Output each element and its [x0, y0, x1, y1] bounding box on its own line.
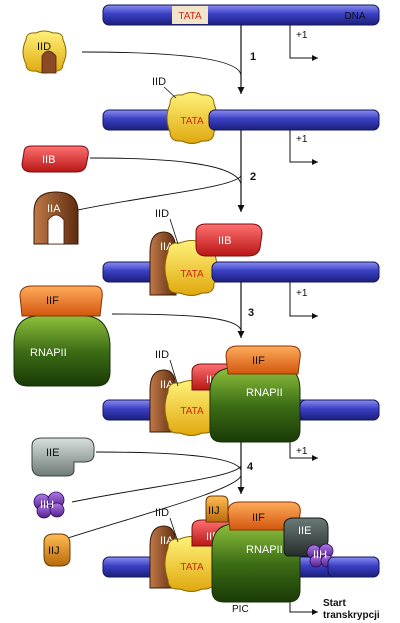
start-label: Start [323, 598, 346, 609]
iid-label: IID [155, 208, 169, 220]
tss-marker-3: +1 [289, 282, 318, 319]
step-4: 4 [67, 442, 254, 539]
iie-label: IIE [298, 525, 311, 537]
step-2: 2 [77, 130, 256, 212]
step-number: 3 [248, 307, 254, 319]
step-3: 3 [111, 282, 254, 338]
dna-row-1: TATA DNA [102, 4, 380, 26]
tss-marker-1: +1 [289, 25, 318, 61]
iij-label: IIJ [48, 545, 60, 557]
plus-one-label: +1 [296, 134, 308, 145]
complex-row-4: IIA TATA IIB RNAPII IIF IID [149, 345, 301, 443]
tata-label: TATA [178, 11, 202, 22]
iid-label: IID [155, 349, 169, 361]
plus-one-label: +1 [296, 446, 308, 457]
tss-marker-5: Start transkrypcji [289, 598, 380, 621]
iid-label: IID [37, 41, 51, 53]
step-number: 1 [250, 51, 256, 63]
tss-marker-2: +1 [289, 130, 318, 165]
iie-label: IIE [46, 447, 59, 459]
iib-free: IIB [21, 145, 89, 173]
step-1: 1 [81, 25, 256, 94]
rnapii-label: RNAPII [246, 544, 283, 556]
pic-label: PIC [232, 604, 249, 615]
rnapii-iif-free: RNAPII IIF [13, 285, 111, 387]
plus-one-label: +1 [296, 30, 308, 41]
tata-box [172, 6, 208, 24]
iie-free: IIE [31, 437, 95, 477]
complex-row-3: IIA TATA IIB IID [149, 208, 263, 296]
iij-free: IIJ [43, 533, 71, 567]
iia-free: IIA [33, 191, 79, 245]
tata-label: TATA [180, 269, 204, 280]
rnapii-label: RNAPII [30, 347, 67, 359]
iih-free: IIH [33, 491, 65, 519]
tata-label: TATA [180, 116, 204, 127]
step-number: 4 [247, 461, 254, 473]
dna-label: DNA [344, 11, 365, 22]
iia-label: IIA [47, 203, 61, 215]
iid-label: IID [155, 507, 169, 519]
iih-label: IIH [40, 499, 54, 511]
iid-free: IID [22, 30, 67, 74]
iif-label: IIF [46, 295, 59, 307]
iij-label: IIJ [208, 505, 220, 517]
iib-label: IIB [42, 154, 55, 166]
iif-label: IIF [252, 512, 265, 524]
rnapii-label: RNAPII [246, 387, 283, 399]
tss-marker-4: +1 [289, 442, 318, 461]
iid-label: IID [152, 76, 166, 88]
step-number: 2 [250, 171, 256, 183]
iif-label: IIF [252, 355, 265, 367]
pic-complex: IIA TATA IIB IIJ RNAPII IIF IIE IIH IID [149, 495, 334, 603]
iih-label: IIH [313, 549, 327, 561]
transcription-label: transkrypcji [323, 610, 380, 621]
iib-label: IIB [218, 235, 231, 247]
iid-bound-2: TATA IID [152, 76, 218, 144]
tata-label: TATA [180, 562, 204, 573]
plus-one-label: +1 [296, 288, 308, 299]
tata-label: TATA [180, 406, 204, 417]
pic-caption: PIC [232, 604, 249, 615]
